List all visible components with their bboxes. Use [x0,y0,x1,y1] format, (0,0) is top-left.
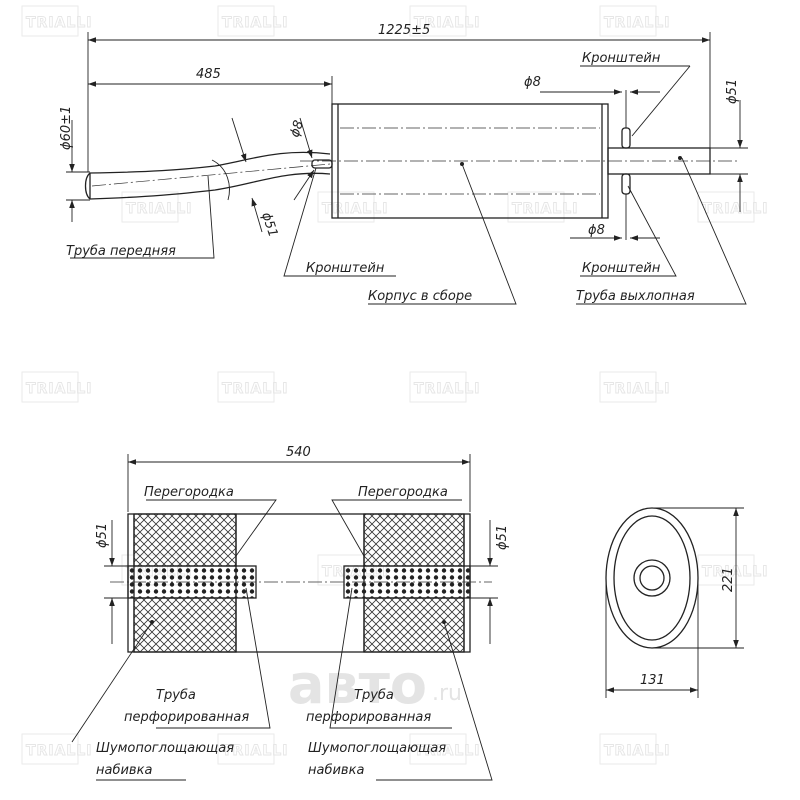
front-bracket: ϕ8 [288,117,333,201]
end-width-dimension: 131 [605,578,699,698]
svg-text:TRIALLI: TRIALLI [604,381,670,397]
front-pipe-diameter-dimension: ϕ51 [231,117,280,240]
label-perforated-right-2: перфорированная [306,710,431,725]
label-perforated-left-1: Труба [156,688,196,703]
bracket-front-diameter-value: ϕ8 [288,119,307,140]
watermark-tile: TRIALLI [217,5,288,37]
overall-length-value: 1225±5 [378,23,430,38]
sound-absorbing-packing [133,513,465,653]
watermark-tile: TRIALLI [409,371,480,403]
section-length-dimension: 540 [128,445,470,465]
svg-text:TRIALLI: TRIALLI [26,743,92,759]
svg-text:TRIALLI: TRIALLI [26,15,92,31]
svg-text:TRIALLI: TRIALLI [604,743,670,759]
label-packing-right-2: набивка [308,763,364,778]
svg-text:TRIALLI: TRIALLI [414,15,480,31]
end-width-value: 131 [640,673,665,688]
exhaust-diameter-dimension: ϕ51 [710,79,748,212]
label-bracket-bottom: Кронштейн [582,261,661,276]
watermark-tile: TRIALLI [409,733,480,765]
label-perforated-left-2: перфорированная [124,710,249,725]
watermark-tile: TRIALLI [599,733,670,765]
muffler-section-view: 540 ϕ51 [71,445,510,781]
watermark-tile: TRIALLI [121,191,192,223]
svg-text:авто: авто [288,653,427,716]
muffler-end-view: 221 131 [605,507,744,698]
watermark-tile: TRIALLI [599,371,670,403]
label-packing-left-1: Шумопоглощающая [96,741,234,756]
label-exhaust-pipe: Труба выхлопная [576,289,695,304]
svg-text:TRIALLI: TRIALLI [512,201,578,217]
watermark-tile: TRIALLI [409,5,480,37]
site-logo-watermark: авто .ru [288,653,462,716]
watermark-tile: TRIALLI [697,191,768,223]
muffler-body [300,103,740,219]
label-packing-left-2: набивка [96,763,152,778]
exhaust-pipe [607,147,711,175]
front-length-value: 485 [196,67,221,82]
watermark-tile: TRIALLI [599,5,670,37]
watermark-tile: TRIALLI [217,371,288,403]
overall-length-dimension: 1225±5 [88,23,710,43]
svg-text:TRIALLI: TRIALLI [414,743,480,759]
svg-text:.ru: .ru [432,681,462,706]
svg-text:TRIALLI: TRIALLI [222,381,288,397]
svg-text:TRIALLI: TRIALLI [604,15,670,31]
bracket-bottom-diameter-value: ϕ8 [588,223,605,238]
label-perforated-right-1: Труба [354,688,394,703]
svg-text:TRIALLI: TRIALLI [126,201,192,217]
label-body: Корпус в сборе [368,289,472,304]
section-left-diameter-value: ϕ51 [95,523,110,548]
section-length-value: 540 [286,445,311,460]
section-right-diameter-dimension: ϕ51 [470,520,510,644]
watermark-tile: TRIALLI [21,371,92,403]
label-partition-right: Перегородка [358,485,448,500]
svg-text:TRIALLI: TRIALLI [222,743,288,759]
label-packing-right-1: Шумопоглощающая [308,741,446,756]
label-partition-left: Перегородка [144,485,234,500]
bracket-top-diameter-value: ϕ8 [524,75,541,90]
watermark-tile: TRIALLI [21,733,92,765]
section-left-diameter-dimension: ϕ51 [95,520,128,644]
assembly-top-view: 1225±5 485 ϕ60±1 ϕ51 [59,23,748,305]
label-front-pipe: Труба передняя [66,244,176,259]
section-right-diameter-value: ϕ51 [495,525,510,550]
label-bracket-front: Кронштейн [306,261,385,276]
watermark-tile: TRIALLI [507,191,578,223]
front-diameter-value: ϕ60±1 [59,106,74,150]
watermark-tile: TRIALLI [21,5,92,37]
front-diameter-dimension: ϕ60±1 [59,106,90,222]
svg-text:TRIALLI: TRIALLI [414,381,480,397]
top-view-labels: Кронштейн Труба передняя Кронштейн Корпу… [66,51,747,305]
section-view-labels: Перегородка Перегородка Труба перфориров… [71,485,493,781]
label-bracket-top: Кронштейн [582,51,661,66]
front-pipe [84,151,331,201]
exhaust-diameter-value: ϕ51 [725,79,740,104]
end-height-value: 221 [721,567,736,592]
rear-brackets: ϕ8 ϕ8 [524,75,660,241]
svg-text:TRIALLI: TRIALLI [702,201,768,217]
front-length-dimension: 485 [88,67,332,87]
svg-text:TRIALLI: TRIALLI [222,15,288,31]
front-pipe-diameter-value: ϕ51 [258,211,280,240]
svg-text:TRIALLI: TRIALLI [26,381,92,397]
watermark-tile: TRIALLI [217,733,288,765]
